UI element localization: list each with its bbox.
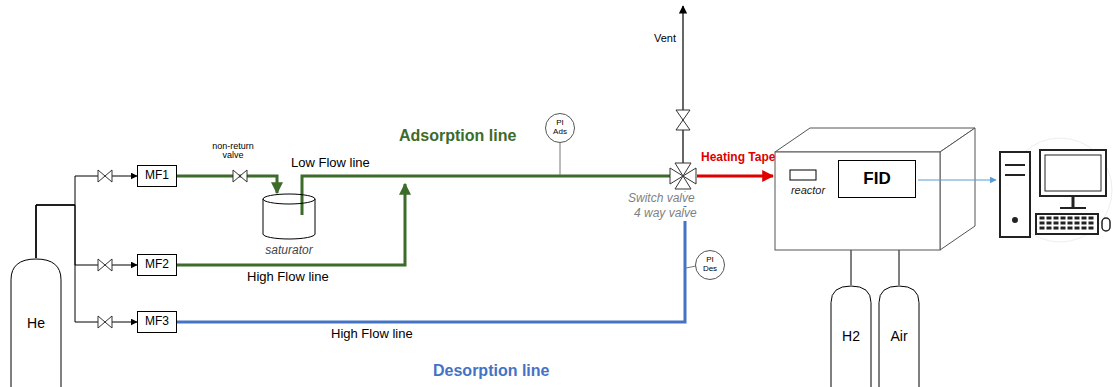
box-node: MF3: [137, 311, 177, 333]
node-text: MF3: [145, 315, 169, 328]
valve-label: 4 way valve: [633, 207, 698, 221]
heating-label: Heating Tape: [700, 151, 776, 165]
node-text: PI Des: [701, 256, 719, 274]
sat-node: saturator: [262, 193, 316, 257]
node-text: H2: [842, 329, 860, 344]
node-text: Air: [890, 329, 907, 344]
line-label: High Flow line: [330, 327, 414, 342]
node-text: reactor: [791, 184, 825, 196]
reactor-node: reactor: [786, 166, 830, 196]
flow-connector: [36, 205, 137, 265]
note-label: non-return valve: [206, 142, 260, 161]
box-node: FID: [838, 160, 916, 198]
vent-label: Vent: [653, 32, 677, 45]
node-text: PI Ads: [551, 119, 569, 137]
bottle-node: He: [10, 258, 62, 387]
node-text: He: [27, 316, 45, 331]
bottle-node: H2: [830, 285, 872, 387]
node-text: MF1: [145, 169, 169, 182]
computer-icon: [1000, 138, 1112, 242]
circle-node: PI Ads: [545, 113, 575, 143]
box-node: MF1: [137, 165, 177, 187]
line-title: Desorption line: [432, 362, 550, 380]
flow-connector: [177, 176, 277, 193]
node-text: saturator: [265, 244, 312, 257]
flow-connector: [36, 176, 137, 258]
valve-label: Switch valve: [627, 192, 696, 206]
box-node: MF2: [137, 254, 177, 276]
line-label: Low Flow line: [290, 156, 371, 171]
circle-node: PI Des: [695, 250, 725, 280]
node-text: FID: [863, 170, 890, 189]
line-title: Adsorption line: [398, 127, 517, 145]
bottle-node: Air: [878, 285, 920, 387]
line-label: High Flow line: [246, 270, 330, 285]
node-text: MF2: [145, 258, 169, 271]
